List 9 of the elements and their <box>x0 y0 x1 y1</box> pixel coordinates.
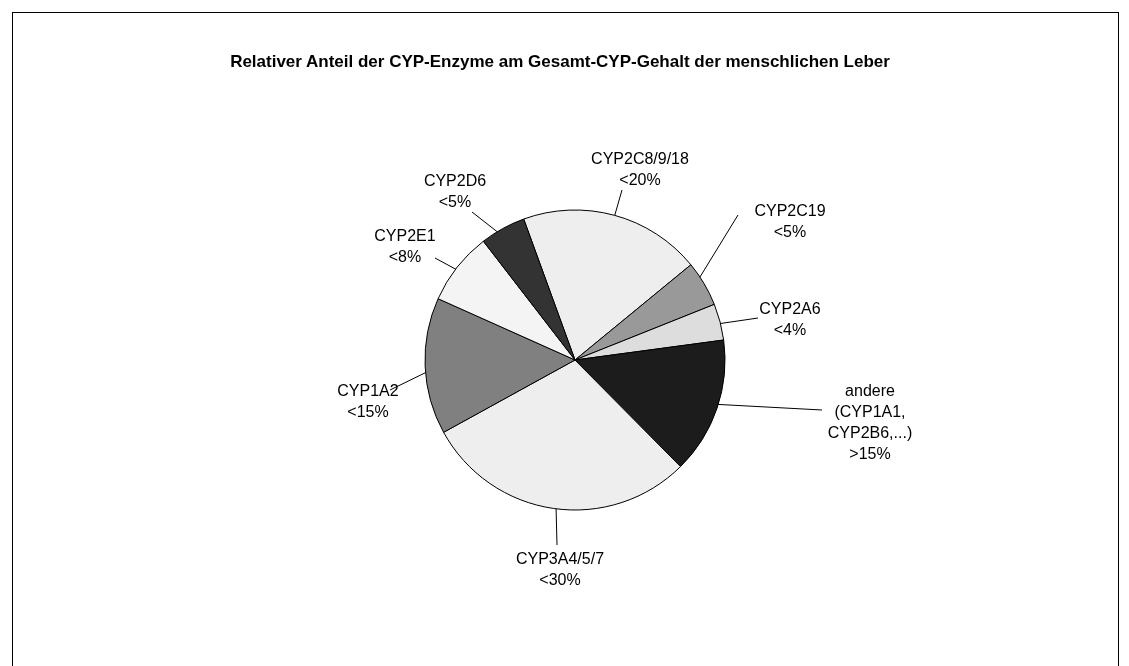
data-label: CYP2E1 <8% <box>373 226 437 267</box>
data-label: CYP1A2 <15% <box>336 381 400 422</box>
data-label: CYP2C19 <5% <box>753 201 827 242</box>
data-label: andere (CYP1A1, CYP2B6,...) >15% <box>826 381 914 464</box>
data-label: CYP2A6 <4% <box>758 299 822 340</box>
chart-title: Relativer Anteil der CYP-Enzyme am Gesamt-CYP-Gehalt der menschlichen Leber <box>229 51 891 73</box>
data-label: CYP3A4/5/7 <30% <box>514 549 606 590</box>
data-label: CYP2C8/9/18 <20% <box>590 149 690 190</box>
data-label: CYP2D6 <5% <box>422 171 488 212</box>
